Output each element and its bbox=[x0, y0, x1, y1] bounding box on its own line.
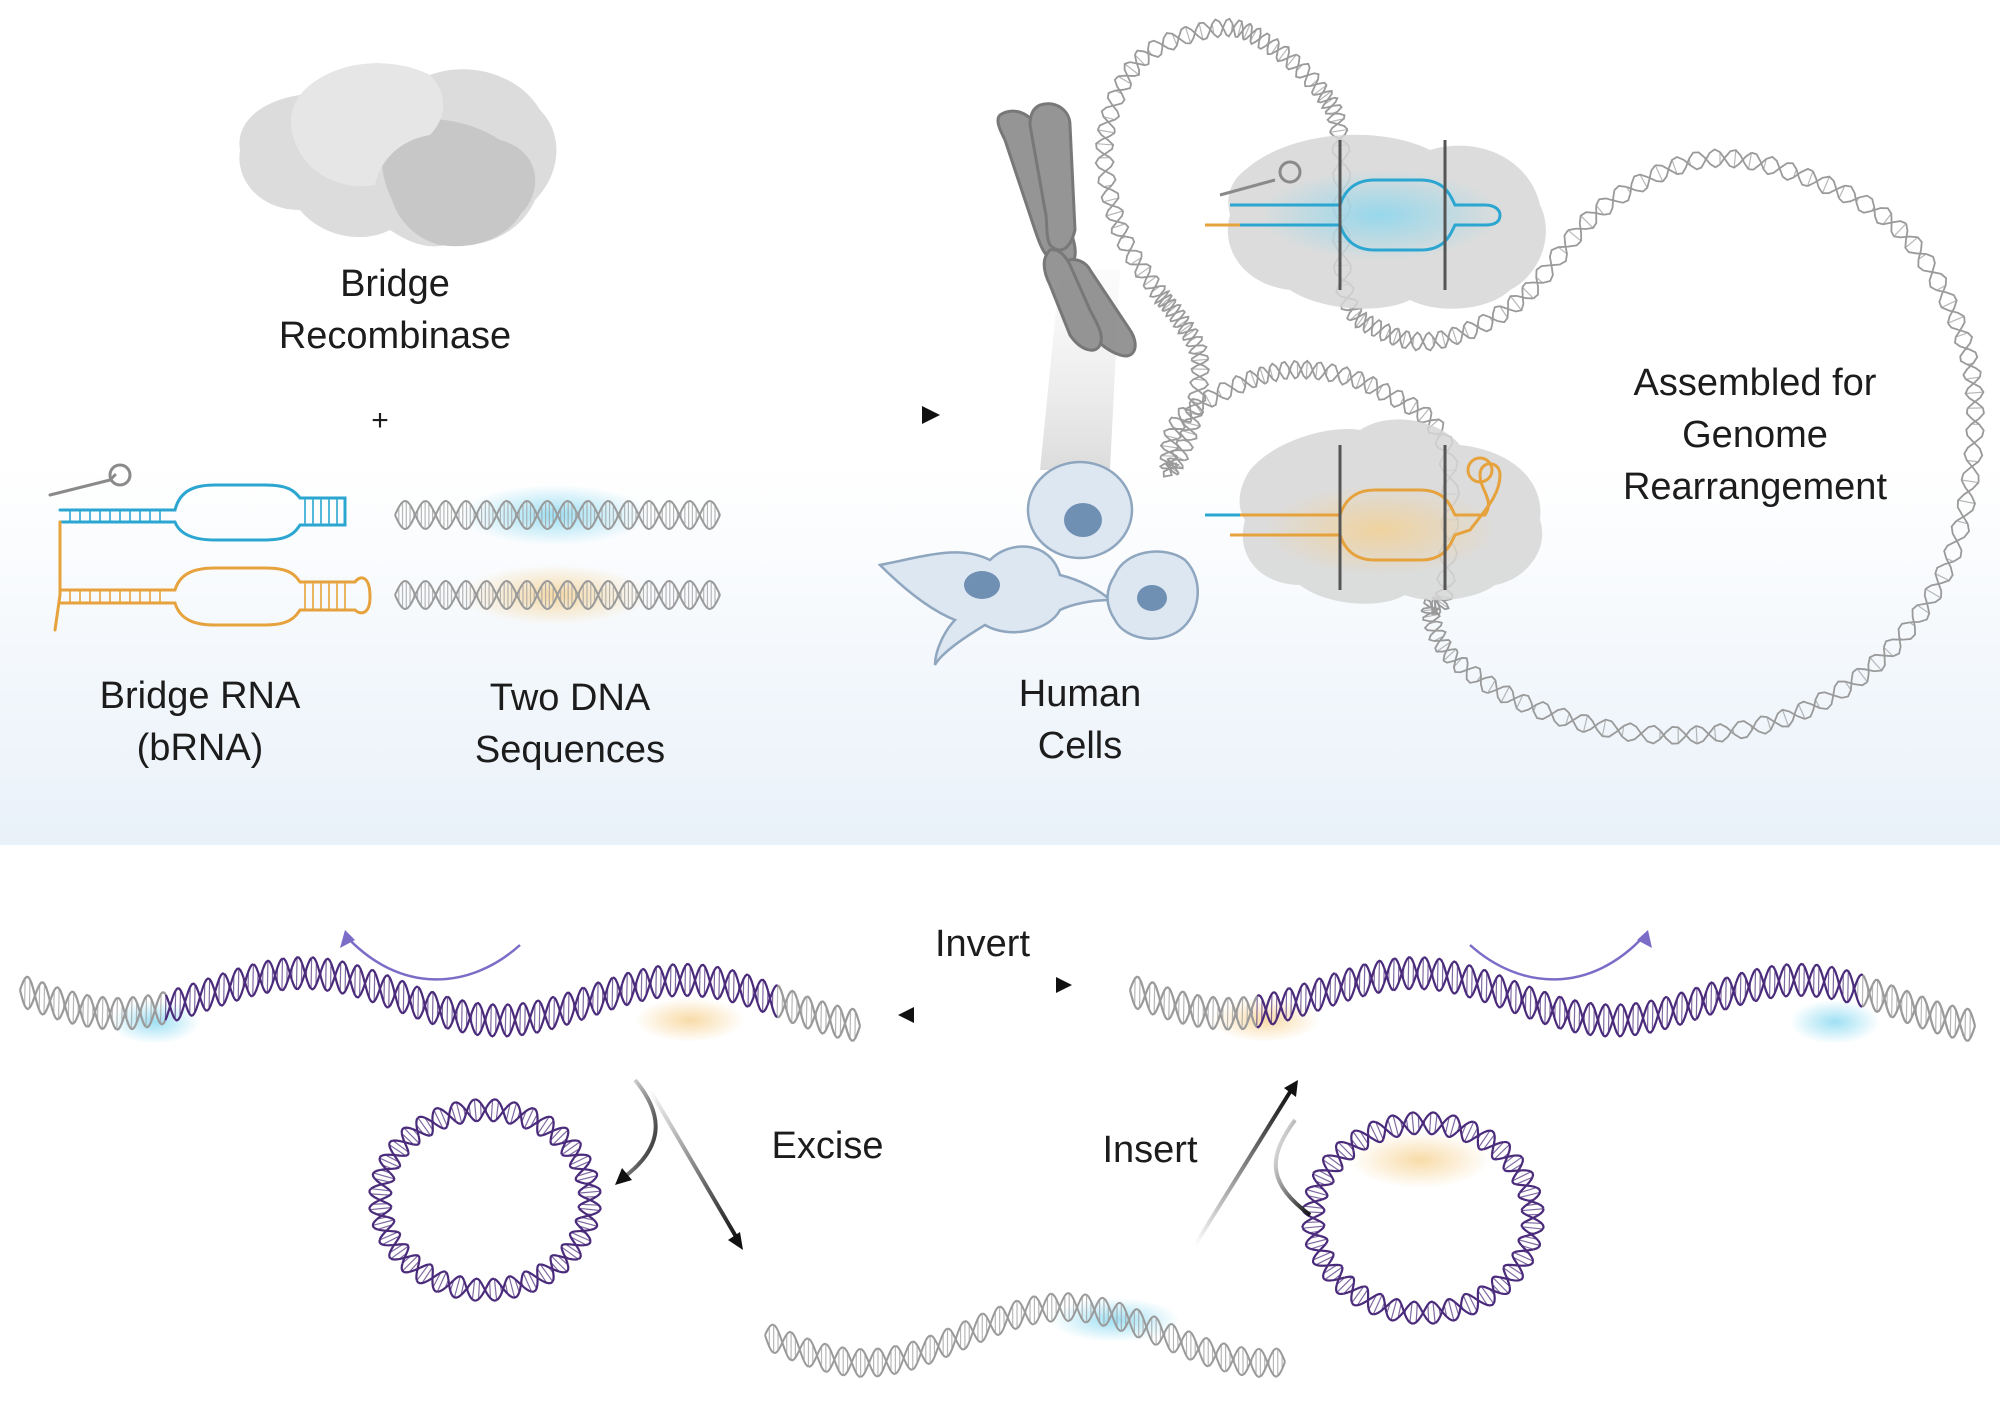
label-insert: Insert bbox=[1102, 1129, 1198, 1171]
label-human-cells: Human Cells bbox=[1018, 673, 1142, 767]
bridge-rna-blue-loop bbox=[58, 483, 347, 542]
dna-circle-left bbox=[368, 1098, 602, 1302]
dna-left-linear bbox=[18, 956, 862, 1044]
invert-arc-left bbox=[344, 934, 521, 981]
blue-rungs bbox=[69, 499, 338, 524]
bridge-rna-orange-loop bbox=[58, 566, 372, 627]
label-assembled: Assembled for Genome Rearrangement bbox=[1622, 362, 1888, 508]
label-bridge-recombinase: Bridge Recombinase bbox=[278, 263, 512, 357]
invert-arrows bbox=[898, 977, 1072, 1023]
dna-circle-right bbox=[1301, 1111, 1545, 1325]
chromosome bbox=[996, 102, 1137, 358]
two-dna-sequences bbox=[394, 485, 721, 625]
label-bridge-rna: Bridge RNA (bRNA) bbox=[99, 675, 301, 769]
bridge-recombinase-protein bbox=[239, 63, 557, 247]
cell-nucleus-1 bbox=[964, 571, 1000, 599]
invert-arc-right bbox=[1469, 934, 1646, 981]
complex-blue bbox=[1205, 134, 1546, 309]
main-arrow bbox=[690, 406, 940, 424]
complex-orange bbox=[1205, 419, 1543, 604]
label-two-dna: Two DNA Sequences bbox=[474, 677, 666, 771]
human-cells bbox=[877, 270, 1199, 666]
excise-arrows bbox=[615, 1078, 743, 1250]
insert-arrows bbox=[1193, 1080, 1312, 1247]
dna-right-linear bbox=[1128, 956, 1977, 1044]
cell-nucleus-3 bbox=[1137, 585, 1167, 611]
cell-nucleus-2 bbox=[1064, 503, 1102, 537]
dna-bottom-linear bbox=[764, 1292, 1286, 1378]
orange-rungs bbox=[69, 583, 346, 609]
bridge-rna-diagram bbox=[48, 463, 372, 632]
label-excise: Excise bbox=[771, 1125, 884, 1167]
label-plus: + bbox=[371, 404, 389, 437]
cell-spindle bbox=[877, 545, 1114, 666]
label-invert: Invert bbox=[934, 923, 1031, 965]
